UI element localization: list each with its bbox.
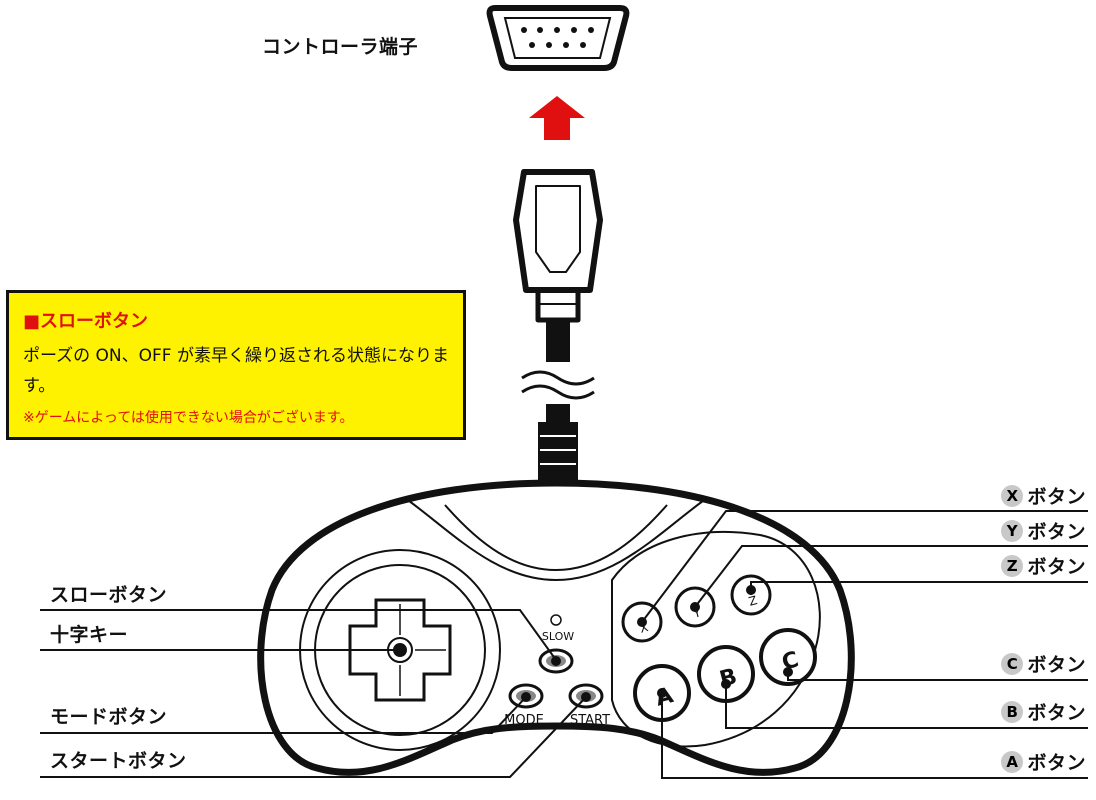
z-button-label-text: ボタン [1027,556,1086,578]
x-badge: X [1001,484,1024,507]
c-button [759,628,817,686]
cable-strain-relief [538,422,578,482]
note-title: ■スローボタン [23,311,149,332]
slow-label: SLOW [542,630,574,643]
a-button-label-text: ボタン [1027,752,1086,774]
start-label: START [570,713,610,728]
b-button-label-text: ボタン [1027,702,1086,724]
leader-lines-right [637,510,1088,779]
y-badge: Y [1001,519,1024,542]
y-button-label-text: ボタン [1027,521,1086,543]
cable-break-icon [521,370,595,400]
mode-button-label: モードボタン [50,706,168,728]
a-badge: A [1001,750,1024,773]
controller-port-connector [486,5,630,71]
mode-button: MODE [504,683,544,728]
insert-arrow-icon [529,96,585,140]
x-button-label-text: ボタン [1027,486,1086,508]
b-badge: B [1001,700,1024,723]
controller-port-label: コントローラ端子 [262,36,419,58]
cable-plug [513,169,603,323]
dpad-label: 十字キー [50,624,129,646]
port-pins [521,27,594,48]
start-button-label: スタートボタン [50,750,187,772]
x-button-letter: X [638,620,650,636]
note-body: ポーズの ON、OFF が素早く繰り返される状態になります。 [23,346,449,396]
z-button-letter: Z [747,593,759,609]
c-button-label-text: ボタン [1027,654,1086,676]
z-badge: Z [1001,554,1024,577]
c-badge: C [1001,652,1024,675]
slow-button-label: スローボタン [50,584,168,606]
note-warning: ※ゲームによっては使用できない場合がございます。 [23,410,354,426]
mode-label: MODE [504,713,544,728]
slow-button-note: ■スローボタン ポーズの ON、OFF が素早く繰り返される状態になります。 ※… [6,290,466,440]
leader-lines-left [40,609,591,778]
cable-upper [546,322,570,362]
